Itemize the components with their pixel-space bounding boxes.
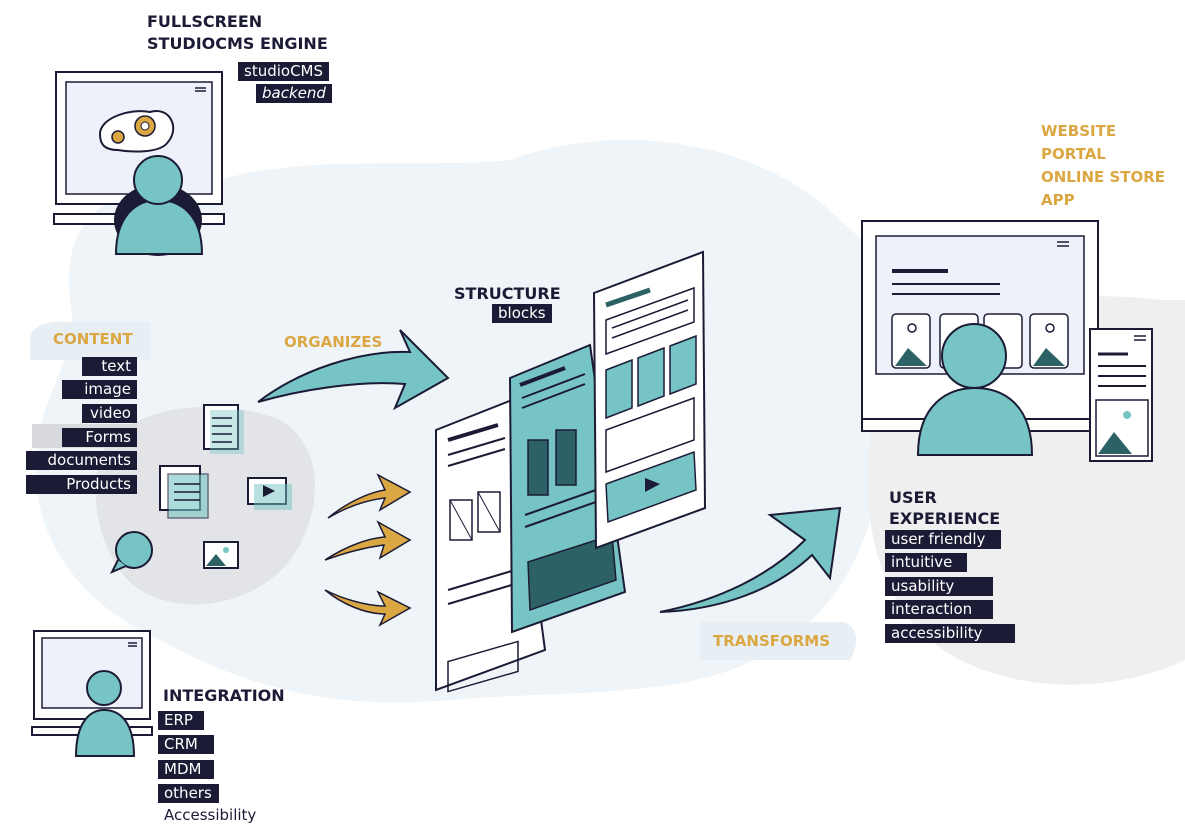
structure-page-front xyxy=(594,252,705,548)
output-online-store: ONLINE STORE xyxy=(1041,166,1165,189)
transforms-label: TRANSFORMS xyxy=(713,632,830,650)
organizes-label: ORGANIZES xyxy=(284,333,382,351)
integration-tag-others: others xyxy=(158,784,219,803)
engine-tag-backend: backend xyxy=(256,84,332,103)
structure-tag-blocks: blocks xyxy=(492,304,552,323)
video-icon xyxy=(248,478,292,510)
checklist-document-icon xyxy=(204,405,244,454)
integration-monitor-icon xyxy=(32,631,152,756)
engine-tag-studiocms: studioCMS xyxy=(238,62,329,81)
text-document-icon xyxy=(160,466,208,518)
integration-tag-crm: CRM xyxy=(158,735,214,754)
ux-tag-accessibility: accessibility xyxy=(885,624,1015,643)
output-app: APP xyxy=(1041,189,1075,212)
ux-tag-intuitive: intuitive xyxy=(885,553,967,572)
content-tag-video: video xyxy=(82,404,137,423)
content-title: CONTENT xyxy=(53,328,133,351)
structure-title: STRUCTURE xyxy=(454,283,561,305)
ux-tag-interaction: interaction xyxy=(885,600,993,619)
integration-tag-erp: ERP xyxy=(158,711,204,730)
content-tag-products: Products xyxy=(26,475,137,494)
ux-title-line2: EXPERIENCE xyxy=(889,508,1000,530)
engine-title-line1: FULLSCREEN xyxy=(147,11,262,33)
output-website: WEBSITE xyxy=(1041,120,1116,143)
ux-tag-user-friendly: user friendly xyxy=(885,530,1001,549)
image-icon xyxy=(204,542,238,568)
ux-title-line1: USER xyxy=(889,487,937,509)
engine-title-line2: STUDIOCMS ENGINE xyxy=(147,33,328,55)
integration-title: INTEGRATION xyxy=(163,685,285,707)
integration-footer-accessibility: Accessibility xyxy=(164,806,256,824)
content-tag-image: image xyxy=(62,380,137,399)
content-tag-forms: Forms xyxy=(62,428,137,447)
engine-monitor-icon xyxy=(54,72,224,256)
mobile-device-icon xyxy=(1090,329,1152,461)
content-tag-text: text xyxy=(82,357,137,376)
output-portal: PORTAL xyxy=(1041,143,1106,166)
ux-tag-usability: usability xyxy=(885,577,993,596)
content-tag-documents: documents xyxy=(26,451,137,470)
website-monitor-icon xyxy=(862,221,1098,455)
integration-tag-mdm: MDM xyxy=(158,760,214,779)
